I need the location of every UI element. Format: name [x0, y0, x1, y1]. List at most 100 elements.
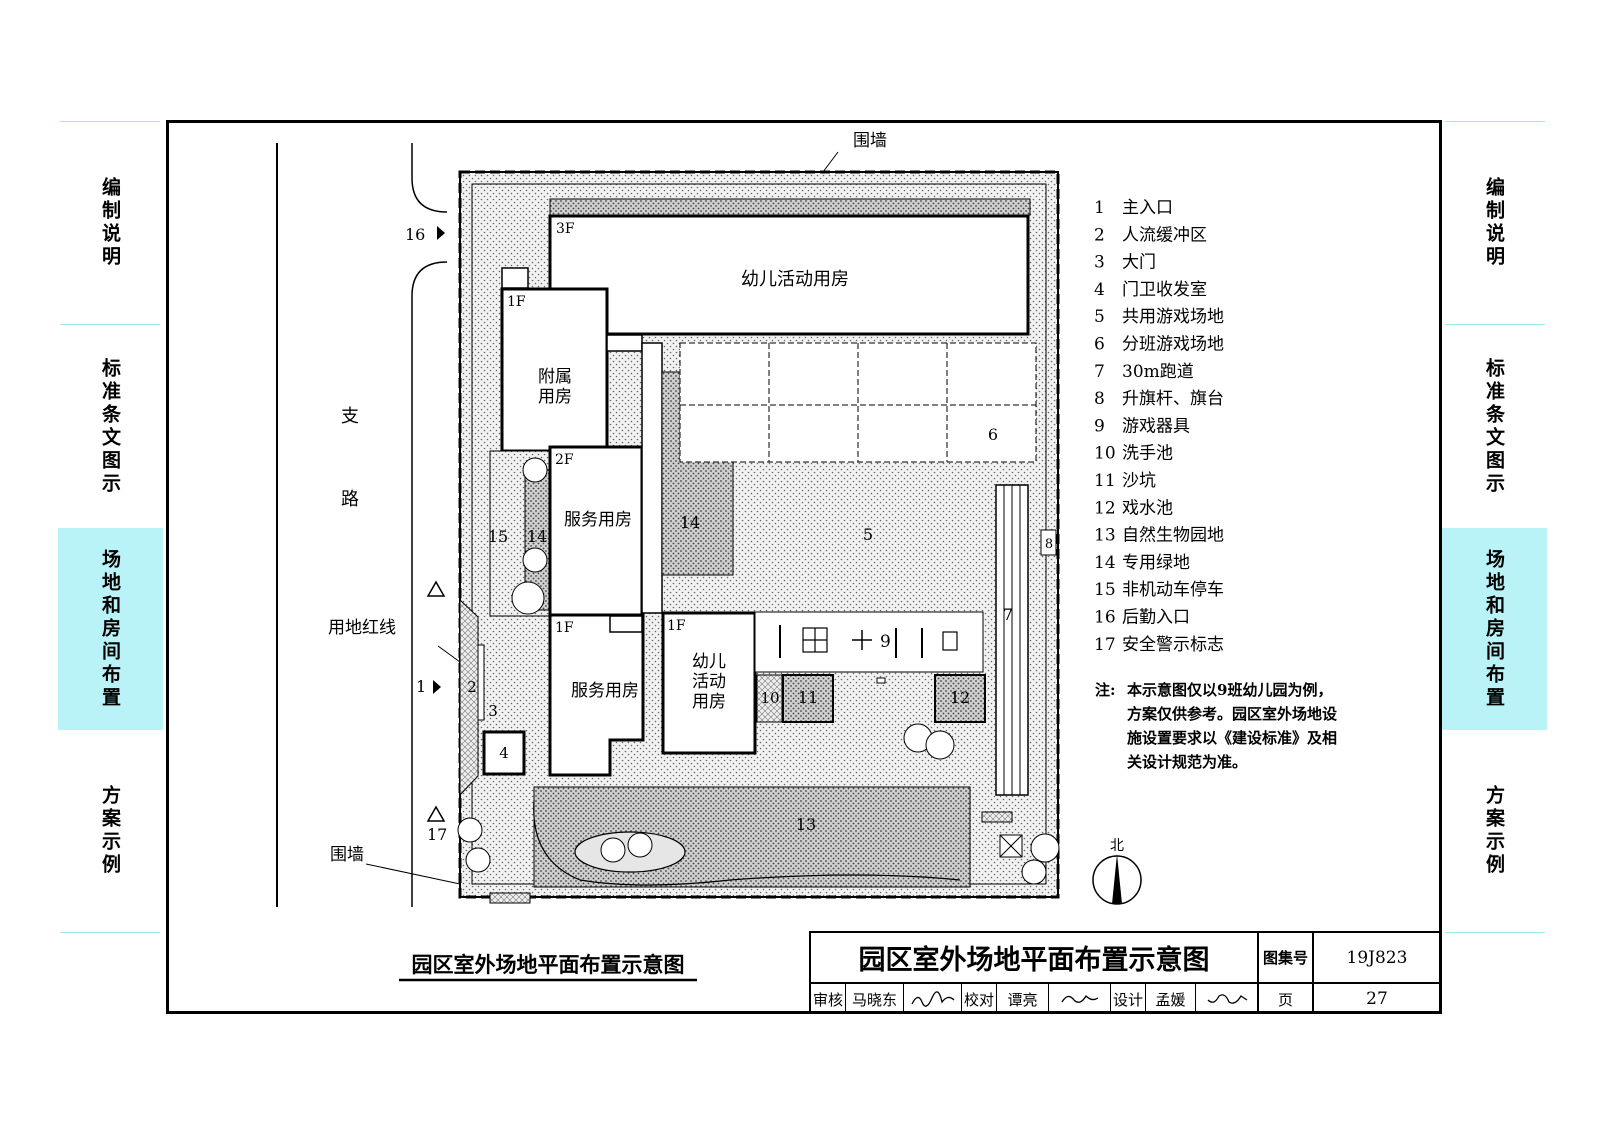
tab-divider [1445, 324, 1545, 325]
legend-number: 16 [1094, 608, 1116, 628]
marker-5: 5 [863, 525, 873, 544]
kid-activity-building [661, 611, 757, 755]
legend-number: 13 [1094, 526, 1116, 546]
service-building-label: 服务用房 [564, 510, 632, 530]
side-tab-scheme-examples[interactable]: 方案示例 [58, 730, 163, 932]
side-tab-compile-notes[interactable]: 编制说明 [58, 122, 163, 324]
side-tab-compile-notes-right[interactable]: 编制说明 [1442, 122, 1547, 324]
legend-number: 11 [1094, 471, 1116, 491]
marker-2: 2 [467, 678, 477, 696]
tab-divider [60, 324, 160, 325]
marker-6: 6 [988, 425, 998, 444]
corridor [641, 342, 663, 614]
top-strip [549, 198, 1031, 216]
marker-1: 1 [416, 677, 426, 696]
redline-leader [437, 645, 461, 663]
small-room [609, 615, 643, 633]
boundary-wall [458, 170, 1060, 899]
connector [606, 334, 643, 352]
legend-text: 分班游戏场地 [1122, 335, 1224, 355]
service-building-label: 服务用房 [571, 681, 639, 701]
legend-number: 9 [1094, 416, 1105, 436]
side-tab-label: 编制说明 [99, 177, 121, 269]
marker-13: 13 [796, 815, 816, 834]
page-number: 27 [1366, 989, 1388, 1009]
legend-number: 3 [1094, 253, 1105, 273]
legend-text: 人流缓冲区 [1122, 225, 1207, 245]
side-tab-label: 标准条文图示 [1483, 357, 1505, 496]
road-label: 路 [341, 489, 359, 510]
class-play-grid [679, 342, 1037, 463]
play-equipment [942, 631, 958, 651]
floor-label: 2F [555, 452, 574, 468]
note-line: 关设计规范为准。 [1127, 753, 1247, 771]
kid-building-label: 幼儿 [692, 652, 726, 672]
wall-leader [822, 151, 839, 173]
marker-14: 14 [527, 527, 547, 546]
side-tab-site-layout[interactable]: 场地和房间布置 [58, 528, 163, 730]
road-label: 支 [341, 406, 359, 427]
marker-11: 11 [798, 688, 818, 707]
gate [477, 644, 485, 721]
legend-text: 主入口 [1122, 198, 1173, 218]
floor-label: 1F [555, 620, 574, 636]
tab-divider [1445, 932, 1545, 933]
side-tab-site-layout-right[interactable]: 场地和房间布置 [1442, 528, 1547, 730]
flagpole [1040, 529, 1057, 556]
annex-label: 附属 [538, 367, 572, 387]
side-tab-label: 方案示例 [1483, 785, 1505, 877]
marker-10: 10 [760, 689, 779, 707]
side-tab-standard-clauses[interactable]: 标准条文图示 [58, 325, 163, 528]
legend-number: 10 [1094, 444, 1116, 464]
play-equipment-frame [802, 627, 828, 653]
design-signature [1196, 984, 1259, 1014]
drain-grate [489, 892, 531, 904]
legend-text: 非机动车停车 [1122, 580, 1224, 600]
redline-label: 用地红线 [328, 618, 396, 638]
tree-icon [457, 457, 1060, 885]
annex-building [500, 287, 609, 453]
legend-number: 2 [1094, 225, 1105, 245]
road-curb [411, 143, 448, 213]
signature-icon [1060, 994, 1098, 1003]
side-tab-label: 方案示例 [99, 785, 121, 877]
side-tab-label: 场地和房间布置 [99, 548, 121, 710]
design-name: 孟媛 [1146, 984, 1196, 1014]
marker-8: 8 [1045, 537, 1053, 552]
marker-3: 3 [488, 702, 498, 720]
marker-7: 7 [1003, 605, 1013, 624]
marker-4: 4 [499, 744, 509, 762]
floor-label: 1F [507, 294, 526, 310]
sandpit-11 [782, 674, 834, 723]
side-tab-scheme-examples-right[interactable]: 方案示例 [1442, 730, 1547, 932]
review-label: 审核 [811, 984, 846, 1014]
legend-text: 30m跑道 [1122, 362, 1194, 382]
check-label: 校对 [962, 984, 997, 1014]
side-tab-standard-clauses-right[interactable]: 标准条文图示 [1442, 325, 1547, 528]
legend-text: 门卫收发室 [1122, 280, 1207, 300]
legend-text: 共用游戏场地 [1122, 307, 1224, 327]
note-line: 方案仅供参考。园区室外场地设 [1127, 705, 1337, 723]
legend-number: 1 [1094, 198, 1105, 218]
tab-divider [60, 121, 160, 122]
marker-15: 15 [488, 527, 508, 546]
entry-arrow-16 [437, 226, 445, 240]
garden-path [533, 799, 961, 886]
legend-number: 8 [1094, 389, 1105, 409]
legend-text: 戏水池 [1122, 498, 1173, 518]
tab-divider [60, 932, 160, 933]
title-text: 园区室外场地平面布置示意图 [858, 945, 1210, 976]
signature-icon [910, 991, 954, 1007]
review-signature [904, 984, 962, 1014]
drawing-frame [166, 120, 1442, 1014]
side-tab-label: 场地和房间布置 [1483, 548, 1505, 710]
marker-16: 16 [405, 225, 425, 244]
drawing-caption: 园区室外场地平面布置示意图 [412, 952, 685, 977]
activity-building-label: 幼儿活动用房 [741, 269, 849, 290]
signature-icon [1207, 994, 1247, 1004]
atlas-label: 图集号 [1259, 933, 1314, 984]
kid-building-label: 活动 [692, 672, 726, 692]
marker-9: 9 [880, 632, 891, 652]
kid-building-label: 用房 [692, 692, 726, 712]
tab-divider [1445, 121, 1545, 122]
